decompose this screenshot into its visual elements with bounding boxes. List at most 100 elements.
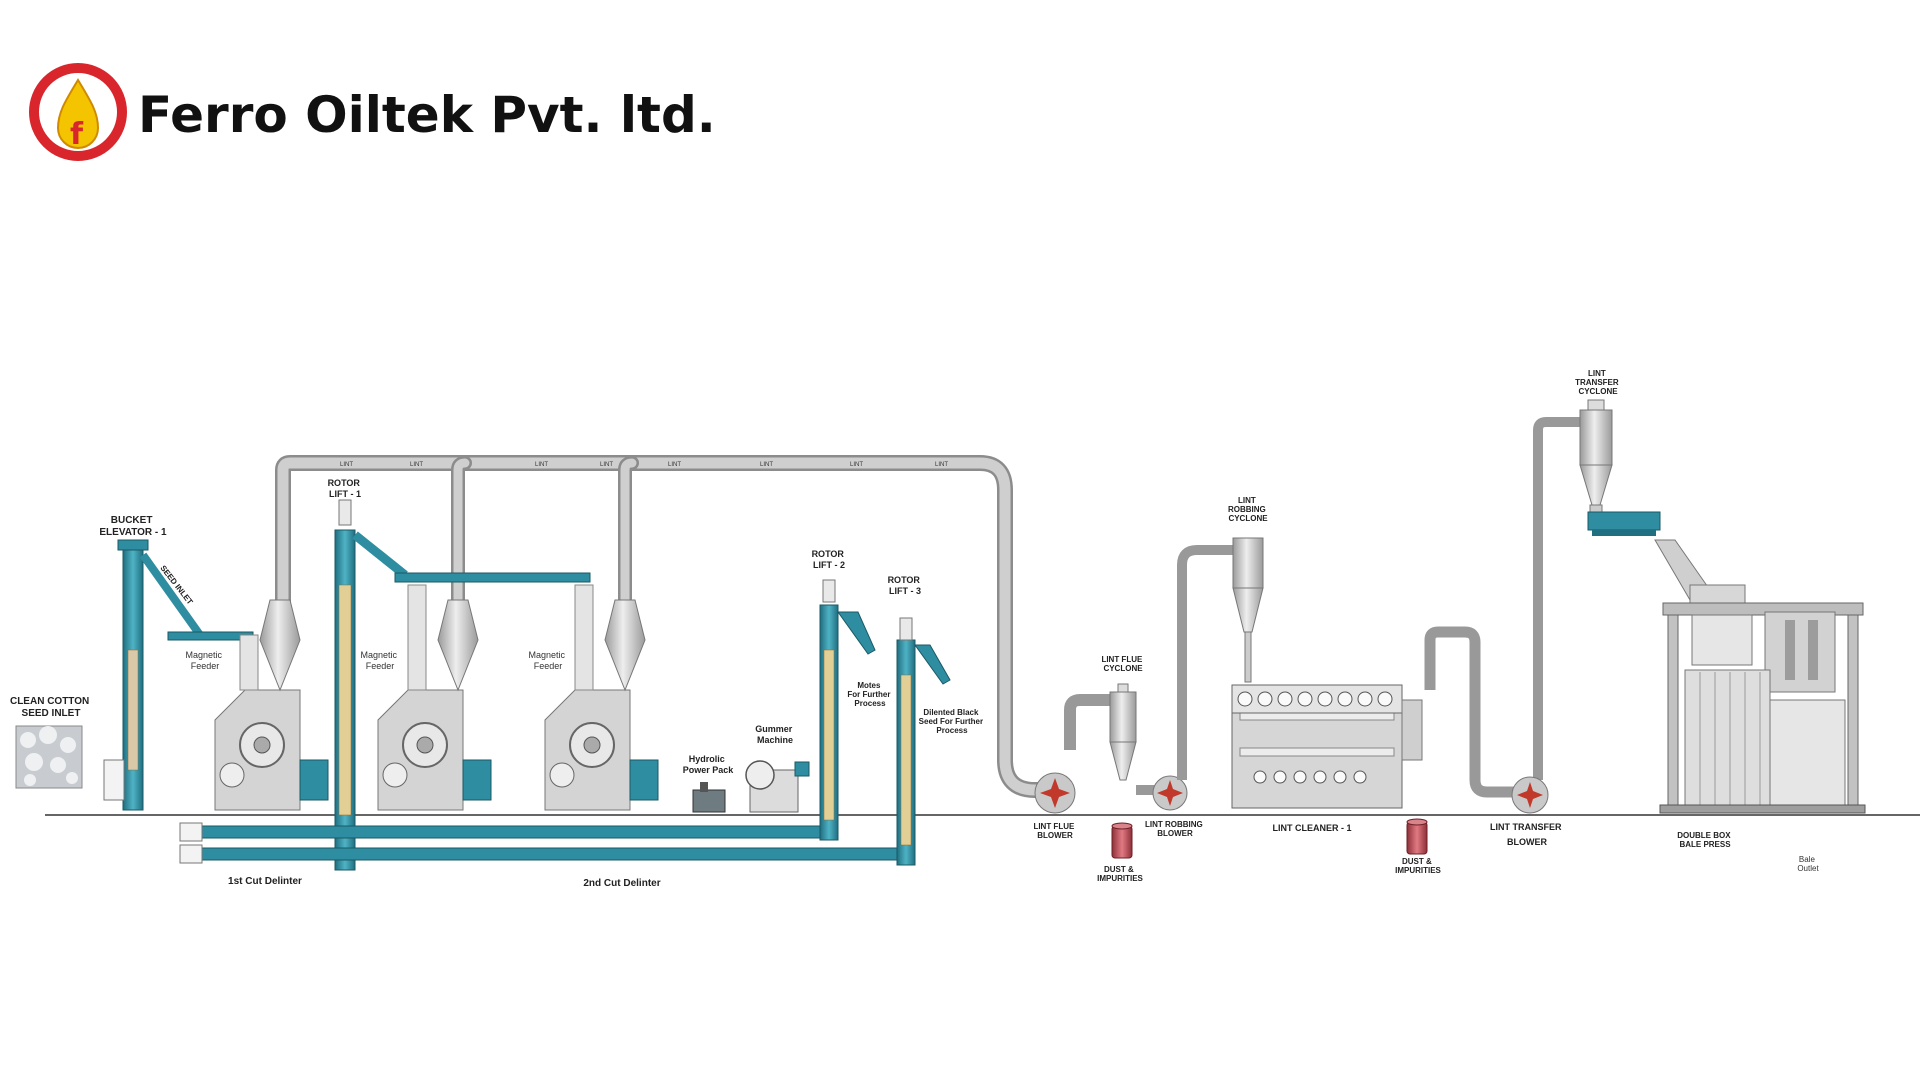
dust-bin-2 [1406,818,1428,855]
lint-robbing-cyclone-line2: ROBBING [1228,505,1266,514]
pipe-tags: LINT LINT LINT LINT LINT LINT LINT LINT [340,462,948,468]
lint-transfer-blower-line1: LINT TRANSFER [1490,822,1562,832]
pipe-tag: LINT [410,462,423,468]
magnetic-feeder-line1: Magnetic [528,650,565,660]
bale-outlet-line2: Outlet [1797,864,1819,873]
hydrolic-line1: Hydrolic [689,754,725,764]
lint-duct [275,455,1053,798]
motes-label: Motes For Further Process [847,681,892,708]
hydrolic-power-pack [692,782,726,813]
rotor-lift-3-line1: ROTOR [888,575,921,585]
lint-flue-blower [1034,694,1110,814]
screw-conveyor-2 [179,844,901,864]
delinter-machine-3 [544,584,659,811]
clean-cotton-line2: SEED INLET [22,708,81,719]
company-name: Ferro Oiltek Pvt. ltd. [138,86,716,144]
gummer-line1: Gummer [755,724,793,734]
lint-robbing-blower-line1: LINT ROBBING [1145,820,1203,829]
lint-flue-blower-label: LINT FLUE BLOWER [1033,822,1076,840]
gummer-machine [745,760,810,813]
lint-flue-blower-line2: BLOWER [1037,831,1073,840]
dust-line1: DUST & [1104,865,1134,874]
rotor-lift-2 [819,579,876,841]
magnetic-feeder-line1: Magnetic [360,650,397,660]
delinted-seed-label: Dilented Black Seed For Further Process [919,708,986,735]
company-logo: f [29,63,127,161]
blower-star-icon [1040,778,1070,808]
clean-cotton-label: CLEAN COTTON SEED INLET [10,696,92,719]
press-ribs [1699,672,1761,808]
cotton-seed-inlet [15,725,83,789]
lint-flue-cyclone [1109,683,1137,781]
pipe-tag: LINT [340,462,353,468]
dust-impurities-label-1: DUST & IMPURITIES [1097,865,1143,883]
dust-line2: IMPURITIES [1097,874,1143,883]
motes-line2: For Further [847,690,890,699]
lint-robbing-cyclone-line1: LINT [1238,496,1256,505]
bale-outlet-label: Bale Outlet [1797,855,1819,873]
dust-impurities-label-2: DUST & IMPURITIES [1395,857,1441,875]
hydrolic-line2: Power Pack [683,765,735,775]
magnetic-feeder-label-1: Magnetic Feeder [185,650,224,671]
lint-transfer-blower-label: LINT TRANSFER BLOWER [1490,822,1564,847]
pipe-tag: LINT [668,462,681,468]
lint-robbing-cyclone [1232,537,1264,683]
second-cut-delinter-label: 2nd Cut Delinter [583,878,660,889]
delinted-seed-line2: Seed For Further [919,717,983,726]
pipe-tag: LINT [850,462,863,468]
lint-transfer-cyclone [1579,399,1661,536]
bucket-elevator-1 [103,539,254,811]
motes-line3: Process [854,699,886,708]
bucket-elevator-line2: ELEVATOR - 1 [99,527,167,538]
first-cut-delinter-label: 1st Cut Delinter [228,876,302,887]
blower-star-icon [1157,780,1183,806]
rotor-lift-3 [896,617,951,866]
lint-robbing-blower [1136,545,1240,811]
rotor-lift-2-label: ROTOR LIFT - 2 [812,549,847,570]
magnetic-feeder-line2: Feeder [191,661,220,671]
gummer-label: Gummer Machine [755,724,795,745]
lint-cleaner-label: LINT CLEANER - 1 [1272,823,1351,833]
double-box-bale-press [1654,539,1866,814]
lint-robbing-cyclone-line3: CYCLONE [1228,514,1268,523]
rotor-lift-1 [334,499,591,871]
lint-transfer-blower [1511,776,1549,814]
blower-star-icon [1517,782,1543,808]
bucket-elevator-line1: BUCKET [111,515,153,526]
delinted-seed-line1: Dilented Black [923,708,979,717]
pipe-tag: LINT [935,462,948,468]
logo-drop-icon [56,78,100,149]
rotor-lift-1-line1: ROTOR [328,478,361,488]
clean-cotton-line1: CLEAN COTTON [10,696,89,707]
magnetic-feeder-line1: Magnetic [185,650,222,660]
lint-transfer-cyclone-line2: TRANSFER [1575,378,1619,387]
rotor-lift-3-label: ROTOR LIFT - 3 [888,575,923,596]
lint-cleaner-1 [1231,684,1423,809]
pipe-tag: LINT [760,462,773,468]
bucket-elevator-label: BUCKET ELEVATOR - 1 [99,515,167,538]
double-box-line1: DOUBLE BOX [1677,831,1731,840]
magnetic-feeder-label-2: Magnetic Feeder [360,650,399,671]
lint-flue-cyclone-line2: CYCLONE [1103,664,1143,673]
lint-robbing-blower-line2: BLOWER [1157,829,1193,838]
dust-line1: DUST & [1402,857,1432,866]
lint-transfer-cyclone-label: LINT TRANSFER CYCLONE [1575,369,1621,396]
rotor-lift-1-line2: LIFT - 1 [329,489,361,499]
rotor-lift-2-line2: LIFT - 2 [813,560,845,570]
lint-transfer-cyclone-line3: CYCLONE [1578,387,1618,396]
magnetic-feeder-line2: Feeder [534,661,563,671]
double-box-line2: BALE PRESS [1679,840,1731,849]
lint-robbing-blower-label: LINT ROBBING BLOWER [1145,820,1205,838]
lint-flue-cyclone-label: LINT FLUE CYCLONE [1101,655,1144,673]
hydrolic-label: Hydrolic Power Pack [683,754,735,775]
rotor-lift-1-label: ROTOR LIFT - 1 [328,478,363,499]
magnetic-feeder-label-3: Magnetic Feeder [528,650,567,671]
rotor-lift-2-line1: ROTOR [812,549,845,559]
rotor-lift-3-line2: LIFT - 3 [889,586,921,596]
cleaner-rollers [1237,691,1393,784]
lint-robbing-cyclone-label: LINT ROBBING CYCLONE [1228,496,1268,523]
logo-letter: f [70,117,84,152]
lint-transfer-duct [1424,417,1580,798]
delinted-seed-line3: Process [936,726,968,735]
